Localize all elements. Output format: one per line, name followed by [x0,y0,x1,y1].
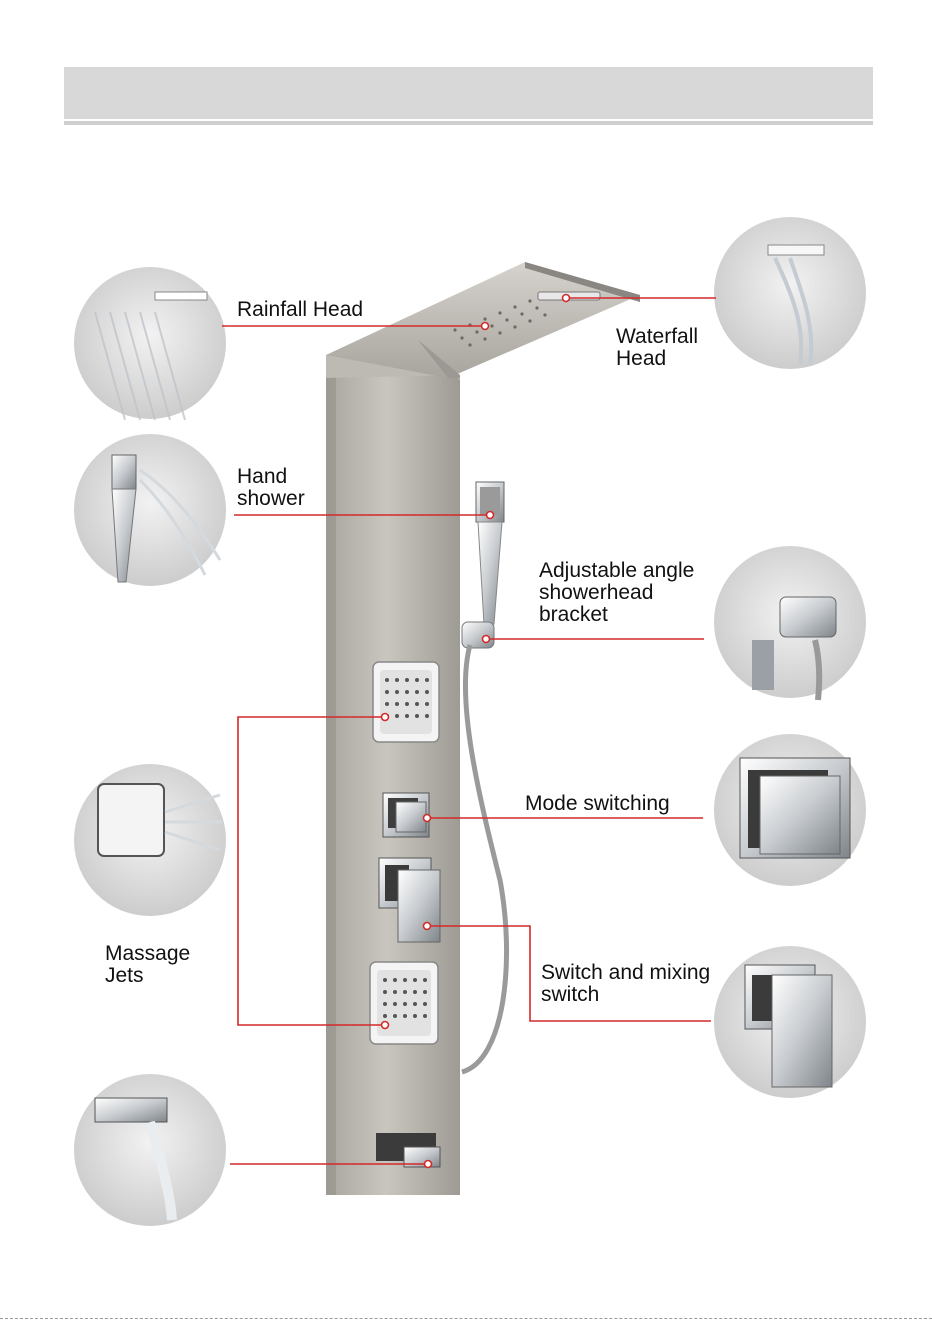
mode-switch-knob [383,793,429,837]
label-massage-jets: Massage Jets [105,943,190,987]
rainfall-detail-photo [74,267,226,420]
waterfall-detail-photo [714,217,866,369]
label-waterfall-head: Waterfall Head [616,326,698,370]
massage-jet-top [373,662,439,742]
label-mixing-switch: Switch and mixing switch [541,962,710,1006]
mixing-switch-detail-photo [714,946,866,1098]
hand-shower-detail-photo [74,434,226,586]
label-rainfall-head: Rainfall Head [237,299,363,321]
hand-shower [462,482,504,648]
massage-jet-detail-photo [74,764,226,916]
page-bottom-border [0,1318,932,1321]
tub-spout-detail-photo [74,1074,226,1226]
bracket-detail-photo [714,546,866,700]
mode-switch-detail-photo [714,734,866,886]
shower-hose [462,645,507,1072]
label-hand-shower: Hand shower [237,466,305,510]
label-mode-switching: Mode switching [525,793,670,815]
label-adjustable-bracket: Adjustable angle showerhead bracket [539,560,694,626]
